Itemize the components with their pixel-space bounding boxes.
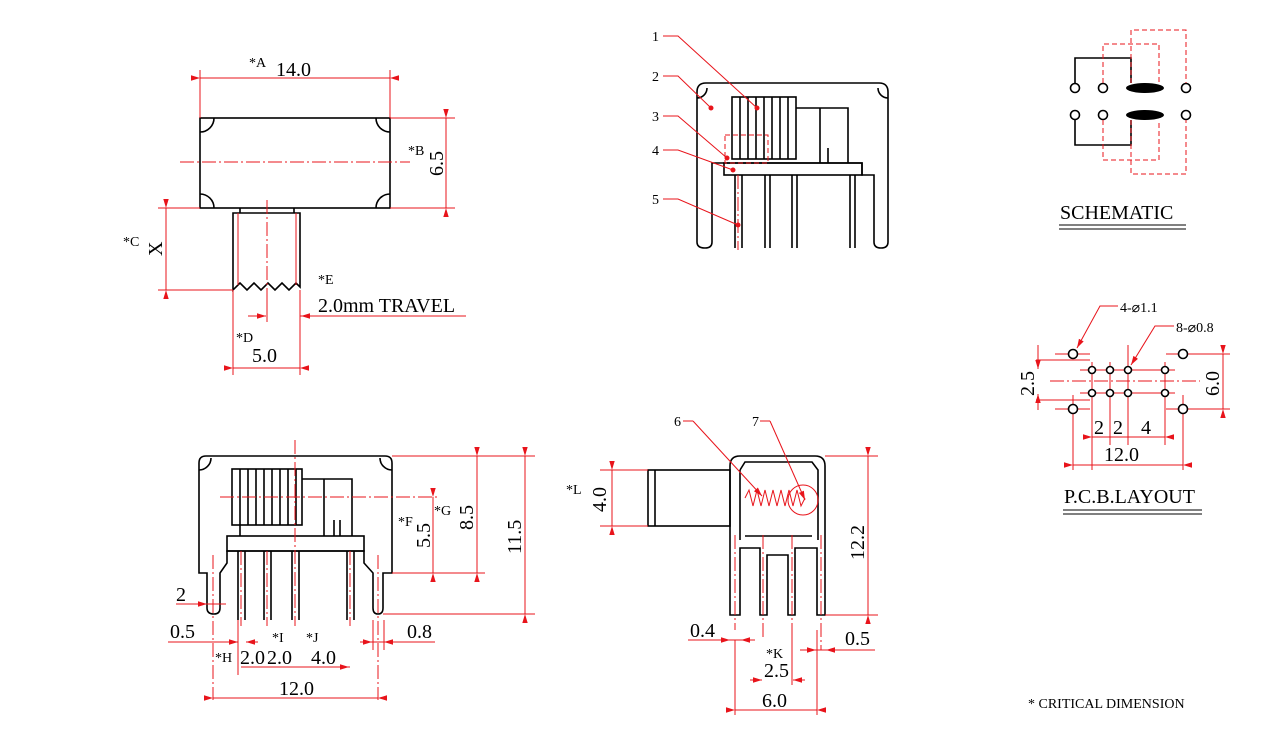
dim-x: X xyxy=(145,241,167,256)
dim-5-5: 5.5 xyxy=(413,523,435,548)
dim-12: 12.0 xyxy=(279,678,314,700)
big-holes-label: 4-⌀1.1 xyxy=(1120,301,1158,316)
pcb-dim-4: 4 xyxy=(1141,417,1151,439)
section-view: 6 7 *L 4.0 12.2 0.4 0.5 *K 2.5 6.0 xyxy=(566,415,878,715)
dim-tag-l: *L xyxy=(566,483,582,498)
switch-body xyxy=(199,117,391,209)
dim-tag-i: *I xyxy=(272,631,284,646)
side-view: 1 2 3 4 5 xyxy=(652,30,889,250)
dim-tag-h: *H xyxy=(215,651,232,666)
pcb-title: P.C.B.LAYOUT xyxy=(1064,486,1195,508)
travel-label: 2.0mm TRAVEL xyxy=(318,295,455,317)
callout-6: 6 xyxy=(674,415,681,430)
dim-0-5: 0.5 xyxy=(845,628,870,650)
dim-0-4: 0.4 xyxy=(690,620,715,642)
dim-6-5: 6.5 xyxy=(426,151,448,176)
dim-pitch-1: 2.0 xyxy=(240,647,265,669)
schematic-title: SCHEMATIC xyxy=(1060,202,1173,224)
dim-2-5: 2.5 xyxy=(764,660,789,682)
frame xyxy=(696,82,889,249)
dim-tag-f: *F xyxy=(398,515,413,530)
dim-pitch-2: 2.0 xyxy=(267,647,292,669)
actuator xyxy=(232,212,301,292)
dim-11-5: 11.5 xyxy=(504,520,526,554)
pcb-dim-6: 6.0 xyxy=(1202,371,1224,396)
actuator xyxy=(647,469,731,527)
dim-2: 2 xyxy=(176,584,186,606)
critical-dimension-note: * CRITICAL DIMENSION xyxy=(1028,697,1185,712)
dim-6: 6.0 xyxy=(762,690,787,712)
schematic: SCHEMATIC xyxy=(1059,29,1192,230)
dim-tag-k: *K xyxy=(766,647,783,662)
dim-tag-j: *J xyxy=(306,631,319,646)
dim-0-8: 0.8 xyxy=(407,621,432,643)
callout-5: 5 xyxy=(652,193,659,208)
dim-8-5: 8.5 xyxy=(456,505,478,530)
callout-4: 4 xyxy=(652,144,659,159)
dim-tag-d: *D xyxy=(236,331,253,346)
dim-tag-e: *E xyxy=(318,273,334,288)
callout-7: 7 xyxy=(752,415,759,430)
dim-tag-a: *A xyxy=(249,56,267,71)
callout-1: 1 xyxy=(652,30,659,45)
dim-0-5: 0.5 xyxy=(170,621,195,643)
pcb-dim-12: 12.0 xyxy=(1104,444,1139,466)
front-view: 11.5 8.5 *G 5.5 *F 2 0.5 0.8 *H *I *J 2.… xyxy=(168,440,535,701)
callout-2: 2 xyxy=(652,70,659,85)
callouts: 1 2 3 4 5 xyxy=(652,30,760,228)
small-holes-label: 8-⌀0.8 xyxy=(1176,321,1214,336)
frame xyxy=(729,455,826,616)
dim-tag-b: *B xyxy=(408,144,424,159)
dim-tag-c: *C xyxy=(123,235,139,250)
pcb-dim-2a: 2 xyxy=(1094,417,1104,439)
pcb-layout: 4-⌀1.1 8-⌀0.8 2.5 6.0 2 2 4 12.0 P.C.B.L… xyxy=(1017,301,1230,515)
dim-14: 14.0 xyxy=(276,59,311,81)
dim-pitch-3: 4.0 xyxy=(311,647,336,669)
dim-5: 5.0 xyxy=(252,345,277,367)
dim-tag-g: *G xyxy=(434,504,451,519)
dim-4: 4.0 xyxy=(589,487,611,512)
pcb-dim-2-5: 2.5 xyxy=(1017,371,1039,396)
dim-12-2: 12.2 xyxy=(847,525,869,560)
top-view: *A 14.0 *B 6.5 *C X *E 2.0mm TRAVEL *D 5… xyxy=(123,56,466,375)
pcb-dim-2b: 2 xyxy=(1113,417,1123,439)
callout-3: 3 xyxy=(652,110,659,125)
frame xyxy=(198,455,393,615)
